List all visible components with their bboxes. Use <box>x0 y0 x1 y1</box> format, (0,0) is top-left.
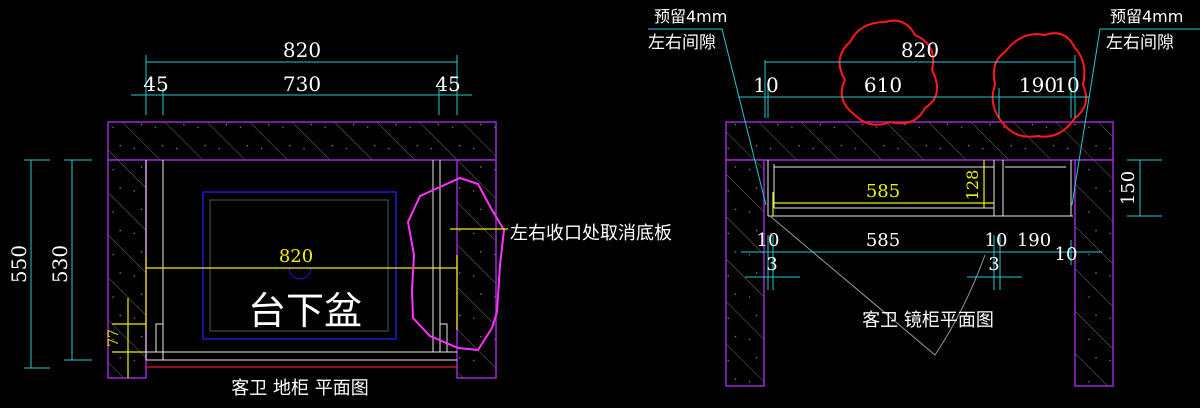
cabinet-outline <box>767 160 1073 356</box>
note-right-line1: 预留4mm <box>1110 7 1183 26</box>
caption: 客卫 镜柜平面图 <box>862 310 994 331</box>
note-text: 左右收口处取消底板 <box>510 223 672 244</box>
dim-middle: 730 <box>283 72 321 96</box>
dim-bottom-main: 585 <box>866 230 900 251</box>
mirror-cabinet-plan: 585 128 820 10 610 190 10 <box>648 7 1200 387</box>
dim-height-inner: 530 <box>48 245 72 283</box>
wall-right <box>456 159 497 379</box>
floor-cabinet-plan: 台下盆 820 45 730 45 550 530 <box>7 38 672 399</box>
markup-cloud <box>406 176 506 352</box>
wall-left <box>107 159 147 379</box>
basin-inner <box>209 199 389 332</box>
dim-bottom-left-gap: 10 <box>757 230 780 251</box>
wall-top <box>725 121 1114 161</box>
dim-depth: 150 <box>1118 171 1139 205</box>
dimension-top: 820 45 730 45 <box>131 38 472 115</box>
dim-inner-depth: 128 <box>963 170 982 201</box>
revision-clouds <box>838 19 1088 138</box>
dim-inner-width: 820 <box>279 246 313 267</box>
dim-top-main: 610 <box>864 73 902 97</box>
dim-total: 820 <box>283 38 321 62</box>
dim-left: 45 <box>143 72 168 96</box>
basin-label: 台下盆 <box>248 289 362 333</box>
inner-dimensions: 585 128 <box>772 160 994 216</box>
dim-top-left-gap: 10 <box>753 73 778 97</box>
gap-notes: 预留4mm 左右间隙 预留4mm 左右间隙 <box>648 7 1200 206</box>
dim-bottom-right-gap: 10 <box>1055 244 1078 265</box>
note-left-line2: 左右间隙 <box>648 33 716 53</box>
dim-height-outer: 550 <box>7 245 31 283</box>
dimension-bottom: 10 585 10 190 10 3 3 <box>741 230 1102 290</box>
wall-right <box>1074 159 1114 387</box>
note-left-line1: 预留4mm <box>654 7 727 26</box>
dimension-inner: 820 77 <box>106 246 458 378</box>
dim-bottom-mid-gap: 10 <box>985 230 1008 251</box>
wall-top <box>107 121 497 161</box>
dimension-top: 820 10 610 190 10 <box>738 38 1090 118</box>
dim-top-side: 190 <box>1019 73 1057 97</box>
note-right-line2: 左右间隙 <box>1106 33 1174 53</box>
dim-bottom-side: 190 <box>1017 230 1051 251</box>
caption: 客卫 地柜 平面图 <box>231 378 368 399</box>
drain-icon <box>288 267 312 280</box>
dim-right: 45 <box>435 72 460 96</box>
dimension-side: 550 530 <box>7 159 92 369</box>
dim-total: 820 <box>901 38 939 62</box>
dim-left-small: 3 <box>766 254 777 275</box>
dim-mid-small: 3 <box>988 254 999 275</box>
dim-inner-width: 585 <box>866 181 900 202</box>
dimension-depth: 150 <box>1118 159 1162 217</box>
dim-top-right-gap: 10 <box>1054 73 1079 97</box>
wall-left <box>725 159 765 387</box>
dim-small: 77 <box>106 329 122 347</box>
basin-outer <box>202 191 397 340</box>
